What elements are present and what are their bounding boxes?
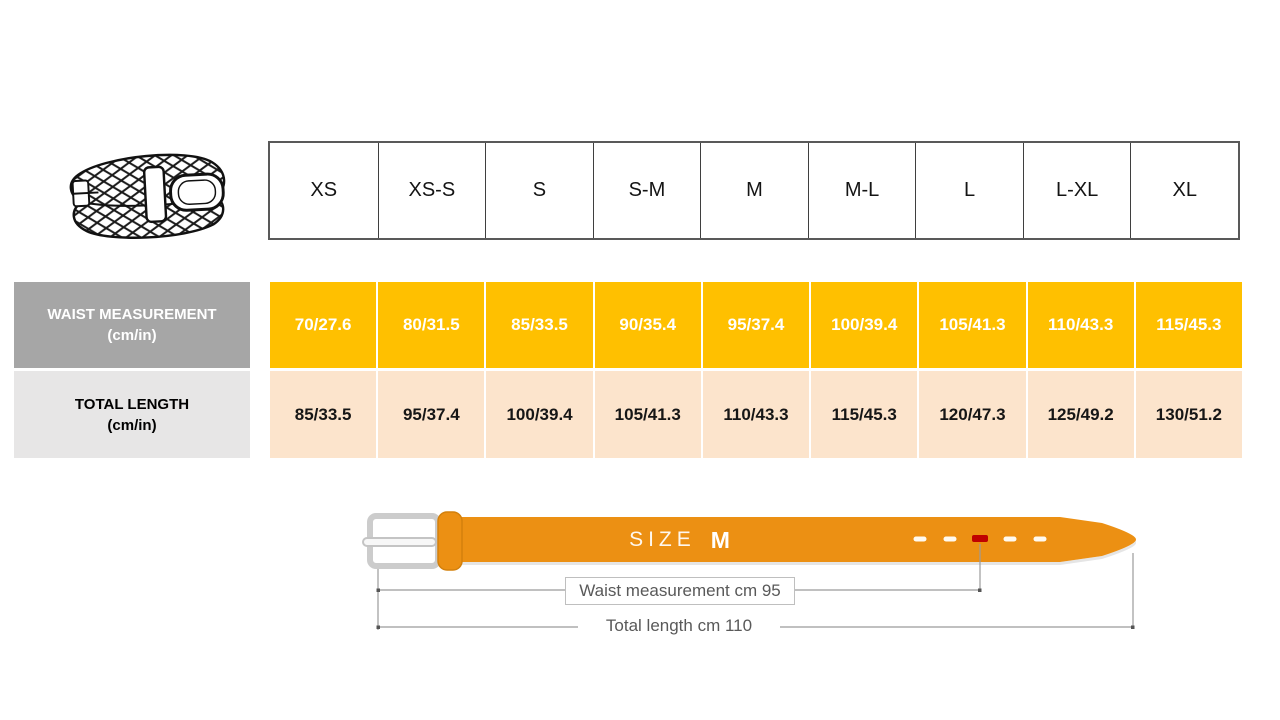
- length-value-cell: 110/43.3: [702, 371, 810, 458]
- belt-size-indicator: SIZE M: [580, 526, 780, 554]
- total-length-row-label: TOTAL LENGTH (cm/in): [14, 371, 250, 458]
- length-value-cell: 130/51.2: [1135, 371, 1242, 458]
- size-column-header: M-L: [807, 143, 916, 238]
- waist-value-cell: 115/45.3: [1135, 282, 1242, 368]
- braided-belt-icon: [69, 153, 226, 239]
- waist-value-cell: 100/39.4: [811, 282, 918, 368]
- size-column-header: XS-S: [377, 143, 486, 238]
- waist-value-cell: 110/43.3: [1027, 282, 1134, 368]
- size-column-header: S-M: [592, 143, 701, 238]
- length-value-cell: 100/39.4: [486, 371, 593, 458]
- measurement-end-dots: [376, 588, 1135, 629]
- waist-value-cell: 105/41.3: [919, 282, 1026, 368]
- waist-value-cell: 95/37.4: [702, 282, 810, 368]
- belt-strap: [458, 517, 1136, 562]
- size-word: SIZE: [629, 528, 696, 551]
- waist-value-cell: 70/27.6: [270, 282, 377, 368]
- waist-value-cell: 85/33.5: [486, 282, 593, 368]
- belt-measurement-diagram: [362, 511, 1136, 630]
- waist-row-label-line2: (cm/in): [107, 327, 157, 344]
- length-value-cell: 120/47.3: [919, 371, 1026, 458]
- size-column-header: XS: [310, 179, 338, 201]
- size-letter: M: [710, 526, 731, 553]
- icon-belt-tip: [142, 165, 168, 224]
- size-header-row: XS XS-S S S-M M M-L L L-XL XL: [268, 141, 1240, 240]
- waist-values-row: 70/27.6 80/31.5 85/33.5 90/35.4 95/37.4 …: [270, 282, 1242, 368]
- size-column-header: S: [485, 143, 593, 238]
- total-length-values-row: 85/33.5 95/37.4 100/39.4 105/41.3 110/43…: [270, 371, 1242, 458]
- waist-value-cell: 80/31.5: [378, 282, 485, 368]
- size-column-header: L-XL: [1022, 143, 1131, 238]
- waist-row-label-line1: WAIST MEASUREMENT: [47, 306, 217, 323]
- size-column-header: M: [700, 143, 808, 238]
- length-value-cell: 105/41.3: [594, 371, 701, 458]
- buckle-prong: [362, 537, 437, 547]
- length-value-cell: 125/49.2: [1027, 371, 1134, 458]
- belt-keeper-loop: [437, 511, 463, 571]
- size-column-header: L: [915, 143, 1023, 238]
- length-value-cell: 115/45.3: [811, 371, 918, 458]
- length-value-cell: 85/33.5: [270, 371, 377, 458]
- belt-holes: [913, 535, 1047, 542]
- total-length-label-line2: (cm/in): [107, 416, 157, 434]
- red-center-hole: [972, 535, 988, 542]
- waist-value-cell: 90/35.4: [594, 282, 701, 368]
- waist-row-label: WAIST MEASUREMENT (cm/in): [14, 282, 250, 368]
- total-length-caption: Total length cm 110: [578, 613, 780, 639]
- waist-measurement-caption: Waist measurement cm 95: [565, 577, 795, 605]
- total-length-label-line1: TOTAL LENGTH: [74, 395, 190, 413]
- size-column-header: XL: [1130, 143, 1238, 238]
- length-value-cell: 95/37.4: [378, 371, 485, 458]
